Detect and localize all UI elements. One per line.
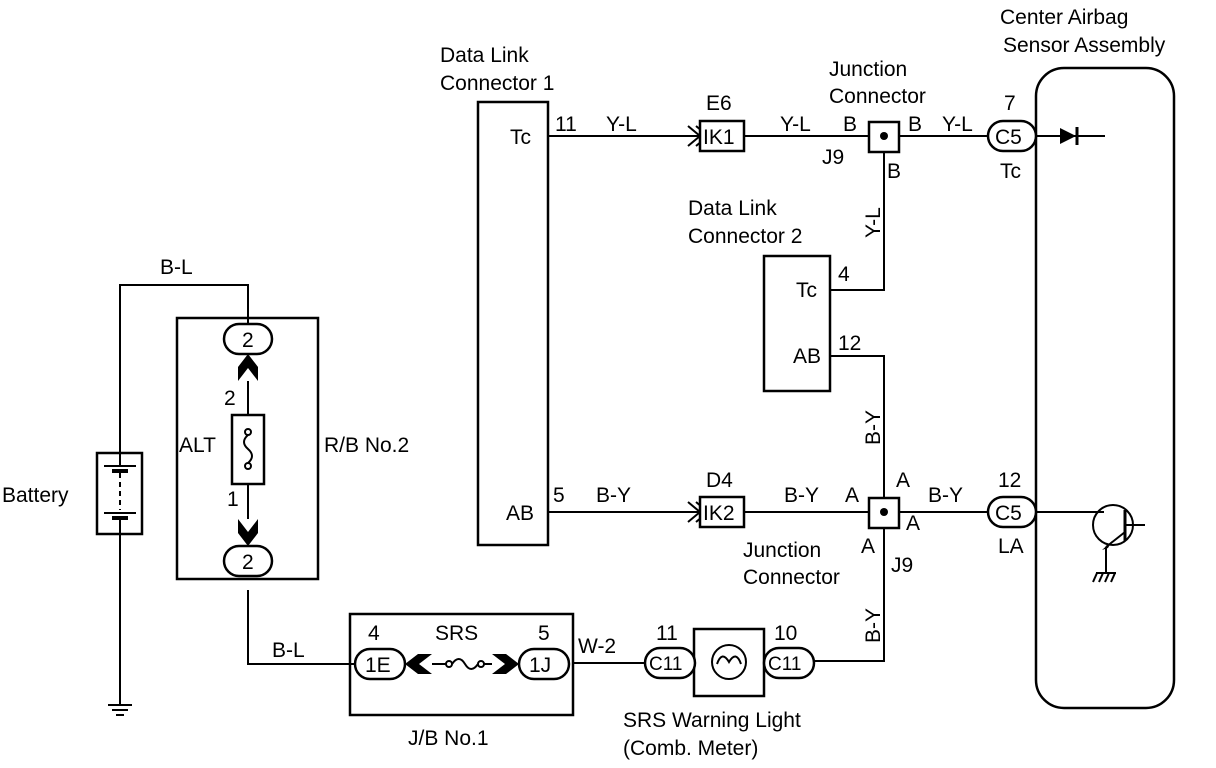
junction-bottom-a-left: A — [845, 484, 859, 507]
jb-left-arrow-icon — [405, 654, 432, 674]
dlc1-tc-label: Tc — [510, 126, 531, 149]
c5-bottom-connector-label: C5 — [995, 502, 1022, 525]
bulb-icon — [711, 644, 747, 680]
junction-bottom-a-bottom: A — [861, 535, 875, 558]
dlc1-ab-label: AB — [506, 502, 534, 525]
rb-pin-2: 2 — [224, 387, 236, 410]
wire-b-y-vertical-1: B-Y — [862, 410, 885, 445]
wire-b-l-top: B-L — [160, 256, 193, 279]
c5-top-terminal-label: Tc — [1000, 160, 1021, 183]
center-airbag-title-line2: Sensor Assembly — [1003, 34, 1166, 57]
dlc2-title-line2: Connector 2 — [688, 225, 802, 248]
rb-up-arrow-icon — [238, 354, 258, 381]
alt-label: ALT — [179, 434, 216, 457]
dlc2-ab-label: AB — [793, 345, 821, 368]
dlc1-title-line1: Data Link — [440, 44, 529, 67]
d4-label: D4 — [706, 469, 733, 492]
center-airbag-title-line1: Center Airbag — [1000, 6, 1128, 29]
1e-label: 1E — [365, 654, 391, 677]
dlc2-title-line1: Data Link — [688, 197, 777, 220]
srs-warning-title-line1: SRS Warning Light — [623, 709, 801, 732]
jb-srs-label: SRS — [435, 622, 478, 645]
jb-pin-5: 5 — [538, 622, 550, 645]
srs-warning-pin-11: 11 — [656, 622, 678, 645]
c11-right-label: C11 — [768, 654, 801, 675]
1j-label: 1J — [529, 654, 551, 677]
jb-pin-4: 4 — [368, 622, 380, 645]
junction-top-line1: Junction — [829, 58, 907, 81]
e6-label: E6 — [706, 92, 732, 115]
ik2-connector — [698, 495, 746, 529]
junction-top-b-bottom: B — [887, 160, 901, 183]
srs-fuse-icon — [432, 658, 492, 670]
srs-warning-pin-10: 10 — [774, 622, 797, 645]
jb-right-arrow-icon — [492, 654, 519, 674]
junction-bottom-line1: Junction — [743, 539, 821, 562]
c5-top-pin-number: 7 — [1004, 92, 1016, 115]
dlc2-tc-label: Tc — [796, 279, 817, 302]
wire-b-l-bottom: B-L — [272, 639, 305, 662]
junction-top-b-right: B — [908, 113, 922, 136]
battery-label: Battery — [2, 484, 69, 507]
wire-y-l-vertical: Y-L — [862, 207, 885, 238]
transistor-icon — [1092, 504, 1145, 573]
junction-bottom-a-right: A — [906, 512, 920, 535]
ground-icon — [1092, 572, 1116, 583]
wire-b-y-vertical-2: B-Y — [862, 608, 885, 643]
c5-top-connector-label: C5 — [995, 126, 1022, 149]
rb-no2-label: R/B No.2 — [324, 434, 409, 457]
jb-no1-label: J/B No.1 — [408, 727, 489, 750]
dlc2-pin-4: 4 — [838, 263, 850, 286]
dlc1-pin-11: 11 — [555, 113, 577, 136]
dlc2-box — [762, 254, 832, 393]
ik2-label: IK2 — [703, 502, 735, 525]
rb-top-connector-label: 2 — [242, 329, 254, 352]
wire-y-l-3: Y-L — [942, 113, 973, 136]
junction-top-b-left: B — [843, 113, 857, 136]
wire-y-l-1: Y-L — [606, 113, 637, 136]
alt-fuse-icon — [243, 428, 253, 470]
c11-right-connector — [762, 646, 816, 680]
c5-bottom-terminal-label: LA — [998, 535, 1024, 558]
junction-top-line2: Connector — [829, 85, 926, 108]
wire-b-y-1: B-Y — [596, 484, 631, 507]
dlc2-pin-12: 12 — [838, 332, 861, 355]
dlc1-box — [476, 100, 550, 547]
wire-y-l-2: Y-L — [780, 113, 811, 136]
c11-left-label: C11 — [649, 654, 682, 675]
rb-bottom-connector-label: 2 — [242, 551, 254, 574]
battery-ground-icon — [108, 704, 132, 716]
srs-warning-title-line2: (Comb. Meter) — [623, 737, 758, 760]
dlc1-pin-5: 5 — [553, 484, 565, 507]
center-airbag-sensor-box — [1034, 66, 1176, 710]
c5-bottom-pin-number: 12 — [998, 469, 1021, 492]
rb-pin-1: 1 — [227, 488, 239, 511]
junction-top-j9: J9 — [822, 146, 844, 169]
junction-bottom-line2: Connector — [743, 566, 840, 589]
dlc1-title-line2: Connector 1 — [440, 72, 554, 95]
junction-bottom-j9: J9 — [891, 554, 913, 577]
battery-icon — [104, 453, 136, 534]
rb-down-arrow-icon — [238, 519, 258, 546]
ik1-label: IK1 — [703, 126, 735, 149]
diode-icon — [1060, 128, 1076, 144]
wire-b-y-3: B-Y — [928, 484, 963, 507]
wire-b-y-2: B-Y — [784, 484, 819, 507]
junction-bottom-a-top: A — [896, 469, 910, 492]
ik1-connector — [698, 119, 746, 153]
wire-w-2: W-2 — [578, 635, 616, 658]
